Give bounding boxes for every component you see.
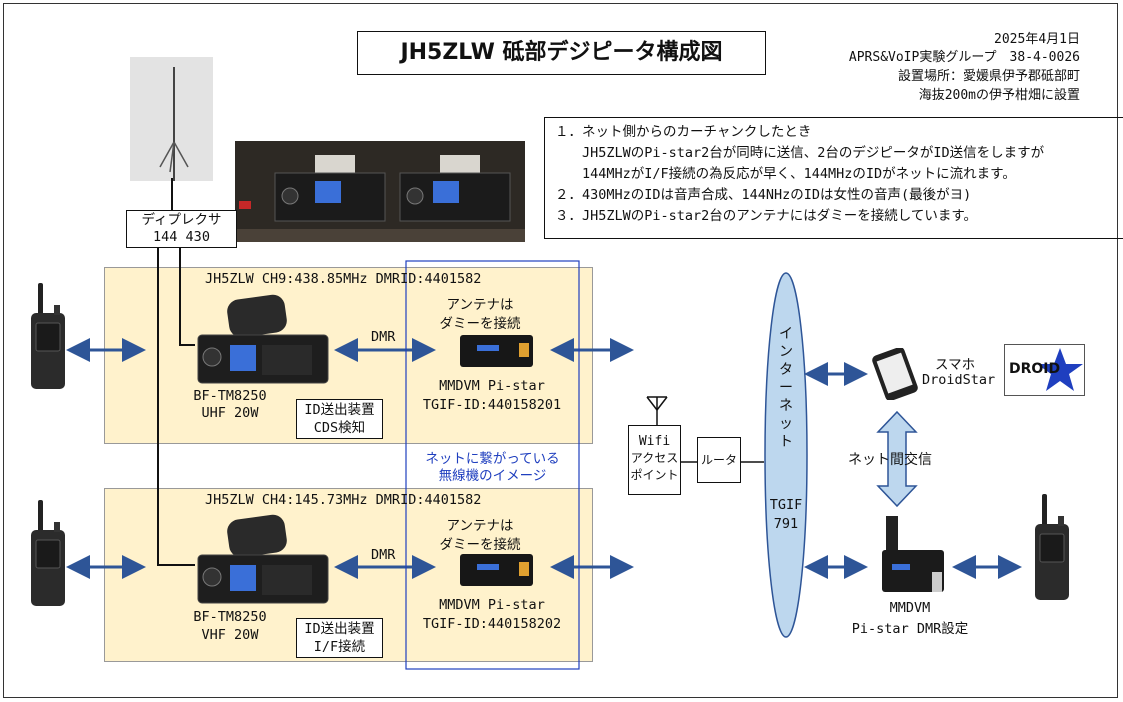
uhf-radio-model: BF-TM8250 (193, 388, 267, 404)
header-date: 2025年4月1日 (994, 32, 1080, 47)
header-group: APRS&VoIP実験グループ 38-4-0026 (848, 50, 1080, 65)
wifi-access-point: Wifi アクセス ポイント (628, 425, 681, 495)
uhf-radio-power: UHF 20W (201, 405, 259, 421)
mobile-radio-icon (197, 294, 329, 384)
uhf-pistar-id: TGIF-ID:440158201 (422, 397, 562, 413)
vhf-id-mode: I/F接続 (313, 639, 366, 655)
droidstar-logo-text: DROID (1009, 361, 1061, 377)
uhf-header: JH5ZLW CH9:438.85MHz DMRID:4401582 (205, 271, 482, 287)
uhf-id-box: ID送出装置 CDS検知 (296, 399, 383, 439)
header-altitude: 海抜200mの伊予柑畑に設置 (918, 88, 1080, 103)
mobile-radio-icon (197, 514, 329, 604)
vhf-antenna-note1: アンテナは (446, 518, 514, 534)
vhf-antenna-note2: ダミーを接続 (439, 537, 521, 553)
pistar-hotspot-icon (460, 554, 533, 586)
pistar-hotspot-icon (460, 335, 533, 367)
antenna-photo (130, 57, 213, 181)
net-exchange-label: ネット間交信 (848, 452, 932, 468)
internet-label: インターネット (779, 326, 793, 450)
uhf-antenna-note2: ダミーを接続 (439, 316, 521, 332)
vhf-header: JH5ZLW CH4:145.73MHz DMRID:4401582 (205, 492, 482, 508)
net-image-label2: 無線機のイメージ (438, 468, 547, 484)
droidstar-logo-icon: DROID (1004, 344, 1085, 396)
uhf-dmr-label: DMR (371, 329, 396, 345)
mmdvm-hotspot-icon (882, 516, 944, 592)
tgif-number: 791 (773, 516, 799, 532)
uhf-antenna-note1: アンテナは (446, 297, 514, 313)
handheld-radio-icon (1035, 494, 1069, 600)
page-title: JH5ZLW 砥部デジピータ構成図 (357, 31, 766, 75)
vhf-pistar-label: MMDVM Pi-star (439, 597, 545, 613)
vhf-radio-power: VHF 20W (201, 627, 259, 643)
equipment-photo (235, 141, 525, 242)
note-line: 144MHzがI/F接続の為反応が早く、144MHzのIDがネットに流れます。 (555, 166, 1016, 182)
router-box: ルータ (697, 437, 741, 483)
diplexer-bands: 144 430 (153, 229, 210, 245)
mmdvm-setting: Pi-star DMR設定 (851, 621, 969, 637)
header-location: 設置場所：愛媛県伊予郡砥部町 (897, 69, 1080, 84)
smartphone-icon (872, 348, 918, 400)
uhf-pistar-label: MMDVM Pi-star (439, 378, 545, 394)
handheld-radio-icon (31, 500, 65, 606)
uhf-id-mode: CDS検知 (313, 420, 366, 436)
smartphone-label1: スマホ (935, 357, 976, 373)
mmdvm-label: MMDVM (889, 600, 931, 616)
vhf-pistar-id: TGIF-ID:440158202 (422, 616, 562, 632)
vhf-id-label: ID送出装置 (304, 621, 375, 637)
tgif-label: TGIF (769, 497, 803, 513)
note-line: JH5ZLWのPi-star2台が同時に送信、2台のデジピータがID送信をします… (555, 145, 1045, 161)
note-line: １．ネット側からのカーチャンクしたとき (555, 124, 812, 140)
net-image-label1: ネットに繋がっている (425, 451, 560, 467)
wifi-label: Wifi (638, 434, 671, 449)
note-line: ２．430MHzのIDは音声合成、144NHzのIDは女性の音声(最後がヨ) (555, 187, 972, 203)
notes-box: １．ネット側からのカーチャンクしたとき JH5ZLWのPi-star2台が同時に… (544, 117, 1123, 239)
wifi-label3: ポイント (630, 468, 679, 482)
uhf-id-label: ID送出装置 (304, 402, 375, 418)
vhf-dmr-label: DMR (371, 547, 396, 563)
outer-frame (3, 3, 1118, 698)
note-line: ３．JH5ZLWのPi-star2台のアンテナにはダミーを接続しています。 (555, 208, 977, 224)
wifi-label2: アクセス (630, 451, 679, 465)
diplexer-label: ディプレクサ (141, 212, 222, 228)
vhf-id-box: ID送出装置 I/F接続 (296, 618, 383, 658)
diplexer-box: ディプレクサ 144 430 (126, 210, 237, 248)
smartphone-label2: DroidStar (922, 372, 996, 388)
handheld-radio-icon (31, 283, 65, 389)
vhf-radio-model: BF-TM8250 (193, 609, 267, 625)
